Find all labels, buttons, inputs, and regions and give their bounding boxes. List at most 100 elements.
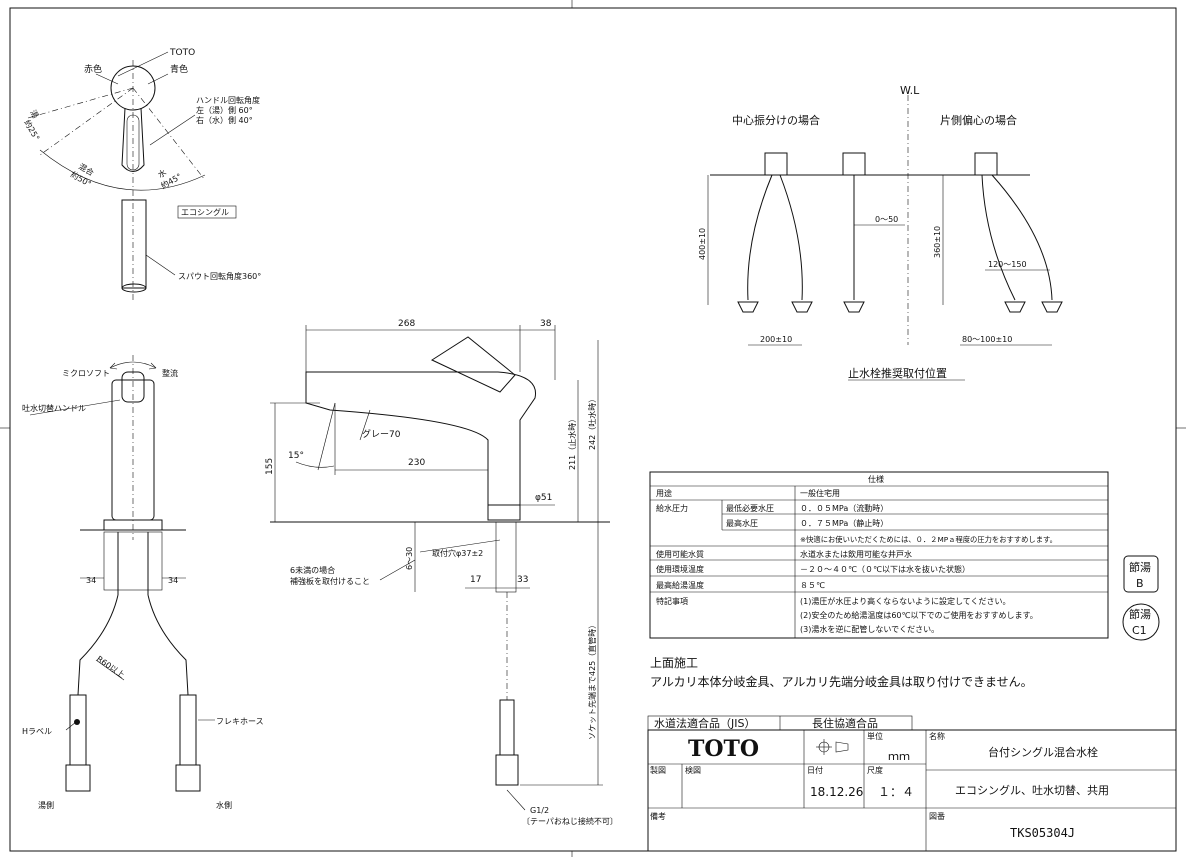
dim-200-label: 200±10: [760, 335, 792, 344]
title-block: 水道法適合品（JIS） 長住協適合品 TOTO 単位 ｍｍ 名称 台付シングル混…: [647, 715, 1177, 852]
dim-34-left-label: 34: [86, 576, 96, 585]
one-side-title: 片側偏心の場合: [940, 113, 1017, 127]
rotation-arrow-right: [148, 362, 157, 370]
notes-text: アルカリ本体分岐金具、アルカリ先端分岐金具は取り付けできません。: [650, 674, 1033, 689]
wl-label: W.L: [900, 84, 920, 97]
spec-temp-label: 最高給湯温度: [656, 580, 704, 590]
under6-line1: 6未満の場合: [290, 565, 335, 575]
spec-pressure-label: 給水圧力: [656, 503, 688, 513]
rotation-arc: [109, 361, 157, 369]
angle-title: ハンドル回転角度: [196, 95, 260, 105]
socket-label: ソケット先端まで425（直管時）: [587, 621, 597, 740]
hot-side-label: 湯側: [38, 800, 54, 810]
spec-env-label: 使用環境温度: [656, 564, 704, 574]
dim-242-label: 242（吐水時）: [587, 395, 597, 450]
angle-arc: [39, 149, 206, 191]
gray-label: グレー70: [362, 428, 401, 440]
g12-label: G1/2: [530, 806, 549, 815]
badge-c1-line1: 節湯: [1129, 607, 1151, 621]
under6-line2: 補強板を取付けること: [290, 576, 370, 586]
badge-b-line1: 節湯: [1129, 560, 1151, 574]
dim-51-label: φ51: [535, 493, 552, 503]
valve-1: [737, 301, 759, 313]
switch-leader: [29, 399, 121, 416]
valve-2: [791, 301, 813, 313]
g12-leader: [506, 789, 526, 811]
front-view: ミクロソフト 整流 吐水切替ハンドル 34 34 R60以上 Hラベル フレキホ…: [22, 355, 264, 810]
spec-water-value: 水道水または飲用可能な井戸水: [800, 549, 912, 559]
top-view: TOTO 赤色 青色 ハンドル回転角度 左（湯）側 60° 右（水）側 40° …: [22, 48, 261, 300]
drawing-number: TKS05304J: [1010, 826, 1075, 840]
unit-label: 単位: [867, 731, 883, 741]
center-hose-left: [747, 174, 773, 301]
projection-cone-icon: [835, 741, 849, 753]
caption-label: 止水栓推奨取付位置: [848, 366, 947, 380]
under6-leader: [379, 559, 416, 581]
angle-15-line: [317, 402, 336, 471]
spout-leader: [145, 254, 176, 276]
eco-box: [177, 205, 237, 219]
angle-right: 右（水）側 40°: [196, 115, 253, 125]
angle-left: 左（湯）側 60°: [196, 105, 253, 115]
hot-angle-line: [39, 87, 134, 156]
red-leader: [95, 73, 119, 85]
dim-17-label: 17: [470, 575, 481, 585]
side-faucet: [842, 152, 866, 176]
angle-leader: [149, 114, 196, 146]
toto-label: TOTO: [169, 48, 195, 58]
water-hose: [147, 594, 189, 696]
mount-shank: [103, 531, 163, 591]
drawing-label: 図番: [929, 811, 945, 821]
radius-leader: [95, 659, 125, 681]
hot-nut: [65, 764, 91, 792]
side-shank: [495, 521, 517, 593]
eco-label: エコシングル: [181, 207, 229, 217]
water-angle-line: [132, 87, 206, 181]
center-faucet: [764, 152, 788, 176]
straight-label: 整流: [162, 368, 178, 378]
spec-max-pressure-label: 最高水圧: [726, 518, 758, 528]
check-label: 検図: [685, 765, 701, 775]
dim-400-label: 400±10: [698, 228, 707, 260]
toto-logo: TOTO: [688, 736, 759, 762]
taper-label: 〔テーパおねじ接続不可〕: [522, 816, 618, 826]
spec-frame: [649, 471, 1109, 639]
switch-handle-label: 吐水切替ハンドル: [22, 403, 86, 413]
hot-hose: [77, 594, 119, 696]
spec-use-label: 用途: [656, 488, 672, 498]
red-label: 赤色: [84, 63, 102, 75]
spec-notes-label: 特記事項: [656, 596, 688, 606]
hot-limit-line: [27, 87, 134, 119]
spec-temp-value: ８５℃: [800, 581, 825, 590]
side-base: [487, 504, 521, 521]
mount-hole-leader: [419, 539, 501, 553]
spec-use-value: 一般住宅用: [800, 488, 840, 498]
spec-note-2: (2)安全のため給湯温度は60℃以下でのご使用をおすすめします。: [800, 610, 1038, 620]
spout-profile: [305, 371, 537, 506]
water-label: 水: [156, 167, 168, 180]
spec-water-label: 使用可能水質: [656, 549, 704, 559]
date-value: 18.12.26: [810, 785, 863, 799]
blue-leader: [147, 73, 169, 85]
spec-note-1: (1)湯圧が水圧より高くならないように設定してください。: [800, 596, 1011, 606]
made-label: 製図: [650, 765, 666, 775]
spec-max-pressure-value: ０．７５MPa（静止時）: [800, 518, 888, 528]
dim-120-150-label: 120～150: [988, 260, 1027, 269]
gray-leader: [359, 409, 371, 441]
spec-min-pressure-label: 最低必要水圧: [726, 503, 774, 513]
name-value: 台付シングル混合水栓: [988, 745, 1098, 759]
handle-lever: [121, 107, 145, 172]
h-label-mark: [74, 719, 80, 725]
dim-230-label: 230: [408, 458, 425, 468]
dim-33-label: 33: [517, 575, 528, 585]
feature-value: エコシングル、吐水切替、共用: [955, 783, 1109, 797]
valve-3: [843, 301, 865, 313]
badge-b-line2: B: [1136, 577, 1144, 590]
valve-position-diagram: W.L 中心振分けの場合 片側偏心の場合 400±10 0～50 360±10 …: [698, 84, 1063, 381]
notes-heading: 上面施工: [650, 656, 698, 670]
spec-title: 仕様: [868, 474, 884, 484]
hose-label: フレキホース: [216, 717, 264, 726]
dim-34-right-label: 34: [168, 576, 178, 585]
remarks-label: 備考: [650, 811, 666, 821]
h-label-leader: [65, 721, 77, 731]
